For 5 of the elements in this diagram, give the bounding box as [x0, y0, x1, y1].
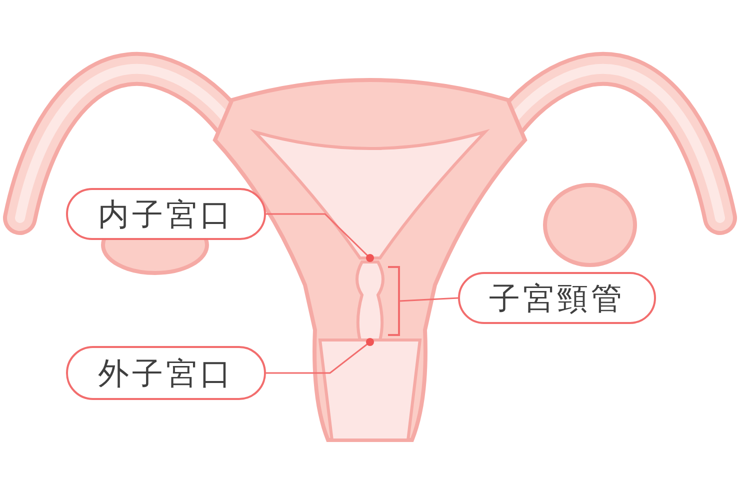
label-pill: 内子宮口: [66, 188, 266, 240]
label-pill: 子宮頸管: [458, 272, 656, 324]
bracket: [388, 266, 400, 336]
label-pill: 外子宮口: [66, 346, 266, 400]
leader-line: [400, 297, 458, 302]
